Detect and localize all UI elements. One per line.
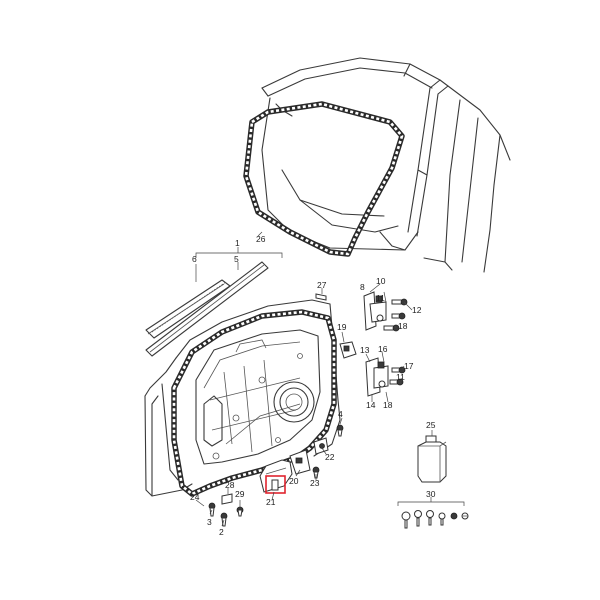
callout-2: 2 [219,527,224,537]
callout-18a: 18 [398,321,408,331]
callout-25: 25 [426,420,436,430]
upper-hinge[interactable] [363,291,387,331]
callout-22: 22 [325,452,335,462]
callout-10: 10 [376,276,386,286]
callout-1: 1 [235,238,240,248]
callout-4: 4 [338,409,343,419]
leader-lines [195,231,433,527]
callout-29: 29 [235,489,245,499]
screw-set[interactable] [397,497,469,529]
callout-11b: 11 [396,372,405,382]
callout-20: 20 [289,476,299,486]
callout-24: 24 [190,492,200,502]
callout-18b: 18 [383,400,393,410]
lower-hinge-bolts[interactable] [389,366,406,386]
callout-16: 16 [378,344,388,354]
inner-window-strip[interactable] [145,279,231,339]
strip-bracket [195,247,283,282]
callout-8: 8 [360,282,365,292]
part-27-clip[interactable] [315,288,327,301]
callout-28: 28 [225,480,235,490]
callout-labels: 1 5 6 26 27 8 10 11 12 18 19 13 16 17 11… [190,234,436,537]
lower-left-fasteners[interactable] [208,493,244,527]
callout-21: 21 [266,497,276,507]
callout-26: 26 [256,234,266,244]
window-frame-seal[interactable] [243,101,405,257]
callout-3: 3 [207,517,212,527]
outer-window-strip[interactable] [145,261,269,357]
callout-23: 23 [310,478,320,488]
callout-6: 6 [192,254,197,264]
callout-27: 27 [317,280,327,290]
callout-14: 14 [366,400,376,410]
door-seal[interactable] [171,309,337,497]
callout-17: 17 [404,361,414,371]
sealant-canister[interactable] [417,435,447,483]
window-regulator-panel [195,329,321,465]
callout-30: 30 [426,489,436,499]
lower-hinge[interactable] [365,357,389,397]
door-check-strap[interactable] [339,341,357,359]
part-4-bolt[interactable] [336,424,344,437]
car-body-outline [261,57,511,273]
callout-12: 12 [412,305,422,315]
callout-5: 5 [234,254,239,264]
part-21-highlight[interactable] [265,475,286,494]
callout-19: 19 [337,322,347,332]
callout-11: 11 [376,293,385,303]
callout-13: 13 [360,345,370,355]
door-lock-mechanism[interactable] [289,437,329,479]
